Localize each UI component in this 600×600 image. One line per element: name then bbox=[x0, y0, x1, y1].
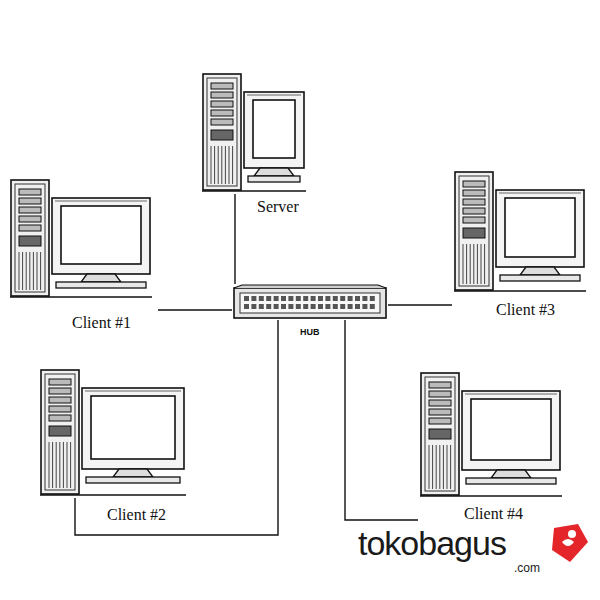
hub-drawing bbox=[232, 284, 388, 320]
computer-node: Client #1 bbox=[8, 178, 158, 333]
network-hub: HUB bbox=[232, 284, 388, 346]
network-cable bbox=[388, 305, 452, 306]
computer-drawing bbox=[8, 178, 154, 300]
network-cable bbox=[75, 320, 278, 535]
computer-label: Server bbox=[255, 198, 301, 216]
network-cable bbox=[235, 194, 236, 284]
computer-node: Server bbox=[200, 72, 310, 222]
computer-node: Client #3 bbox=[452, 170, 592, 320]
computer-drawing bbox=[418, 371, 564, 499]
computer-label: Client #3 bbox=[494, 301, 557, 319]
logo-text: tokobagus bbox=[358, 524, 506, 563]
computer-drawing bbox=[200, 72, 308, 194]
computer-drawing bbox=[38, 368, 188, 498]
logo-tag-icon bbox=[548, 520, 592, 566]
network-cable bbox=[345, 320, 418, 520]
computer-node: Client #4 bbox=[418, 371, 568, 526]
hub-label: HUB bbox=[298, 328, 322, 338]
logo-domain: .com bbox=[514, 561, 540, 575]
computer-label: Client #4 bbox=[462, 505, 525, 523]
computer-drawing bbox=[452, 170, 588, 294]
computer-label: Client #1 bbox=[70, 314, 133, 332]
computer-label: Client #2 bbox=[105, 506, 168, 524]
network-cable bbox=[158, 310, 232, 311]
computer-node: Client #2 bbox=[38, 368, 193, 526]
